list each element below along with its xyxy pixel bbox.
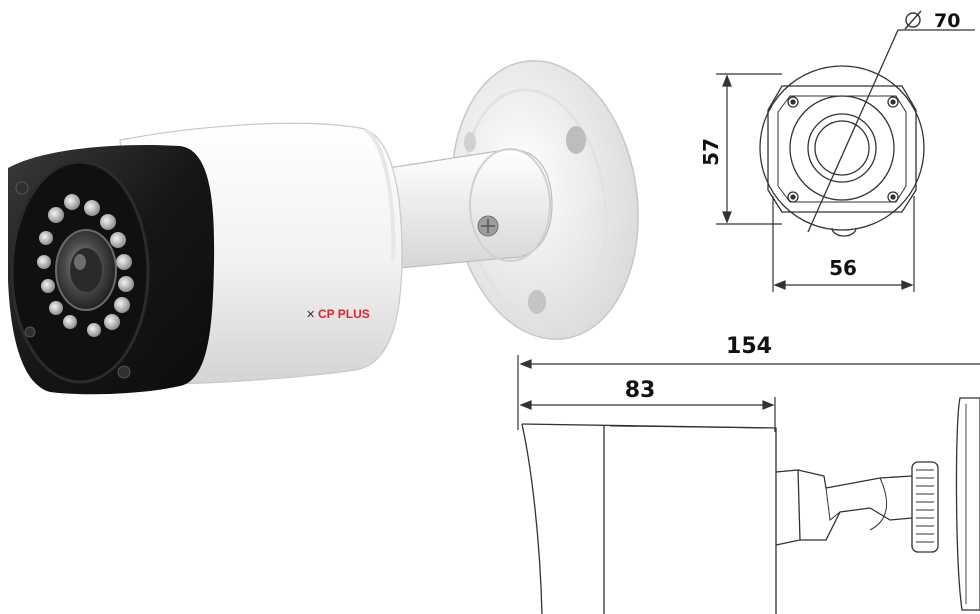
- front-dimensions: [716, 73, 915, 292]
- mount-screw-hole-icon: [566, 126, 586, 154]
- side-view-dimensions: [517, 355, 980, 432]
- housing-length-label: 83: [625, 378, 656, 403]
- overall-length-label: 154: [726, 334, 772, 359]
- ir-led-ring: [37, 194, 134, 337]
- diameter-icon: [904, 10, 922, 30]
- front-view-drawing: [759, 29, 975, 237]
- diameter-callout: 70: [904, 10, 960, 32]
- brand-label: CP PLUS: [318, 307, 370, 321]
- height-label: 57: [699, 138, 723, 166]
- brand-logo: ✕ CP PLUS: [306, 307, 370, 321]
- mount-arm: [387, 148, 553, 269]
- brand-mark-icon: ✕: [306, 309, 315, 321]
- camera-lens-icon: [55, 229, 117, 311]
- diameter-label: 70: [934, 10, 960, 32]
- side-view-drawing: [521, 397, 980, 614]
- mount-screw-hole-icon: [528, 290, 546, 314]
- camera-product-image: ✕ CP PLUS: [8, 60, 639, 395]
- width-label: 56: [829, 256, 857, 280]
